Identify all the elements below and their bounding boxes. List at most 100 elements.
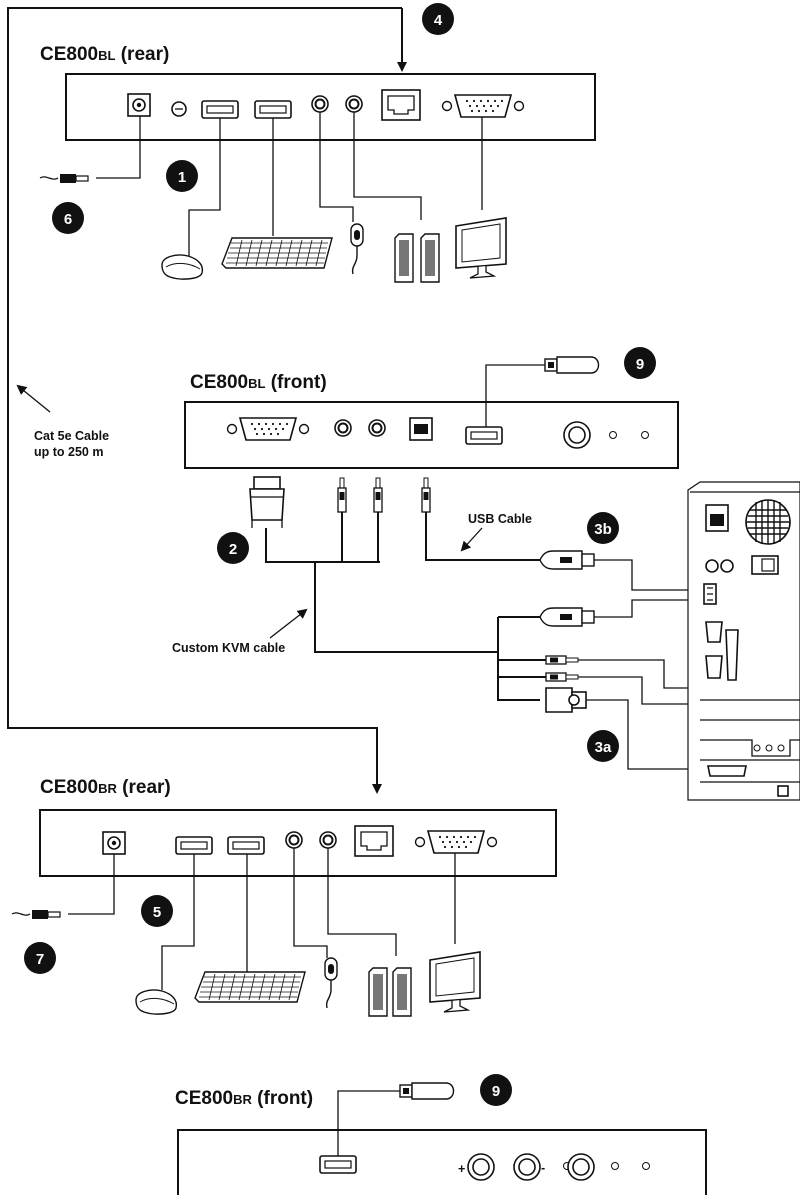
step-badge-7: 7 bbox=[24, 942, 56, 974]
svg-text:3a: 3a bbox=[595, 739, 612, 756]
svg-text:1: 1 bbox=[178, 169, 186, 186]
speaker-cable bbox=[353, 112, 422, 220]
front-bl-title: CE800BL (front) bbox=[190, 372, 327, 393]
mic-cable bbox=[293, 848, 328, 958]
step-badge-3b: 3b bbox=[587, 512, 619, 544]
speaker-icon bbox=[368, 967, 388, 1017]
volume-down-button-icon[interactable] bbox=[513, 1153, 541, 1181]
step-badge-3a: 3a bbox=[587, 730, 619, 762]
usb-port-icon[interactable] bbox=[175, 836, 213, 855]
power-port-icon[interactable] bbox=[102, 831, 126, 855]
svg-text:6: 6 bbox=[64, 211, 72, 228]
power-cable bbox=[96, 116, 141, 179]
mic-jack-icon[interactable] bbox=[285, 831, 303, 849]
cat5e-cable bbox=[7, 7, 402, 794]
mouse-icon bbox=[135, 989, 178, 1015]
cat5e-pointer bbox=[16, 384, 51, 413]
step-badge-2: 2 bbox=[217, 532, 249, 564]
pc-usb-line bbox=[594, 599, 706, 618]
audio-plug-icon bbox=[545, 672, 579, 682]
mic-jack-icon[interactable] bbox=[334, 419, 352, 437]
cat5e-label-line1: Cat 5e Cable bbox=[34, 429, 109, 443]
monitor-icon bbox=[455, 217, 507, 279]
power-adapter-icon bbox=[39, 173, 89, 184]
svg-text:5: 5 bbox=[153, 904, 161, 921]
step-badge-4: 4 bbox=[422, 3, 454, 35]
usb-plug-icon bbox=[421, 477, 431, 513]
usb-port-icon[interactable] bbox=[465, 426, 503, 445]
mouse-cable bbox=[188, 118, 221, 256]
usb-stick-icon bbox=[544, 356, 600, 374]
usb-port-icon[interactable] bbox=[227, 836, 265, 855]
svg-text:3b: 3b bbox=[594, 521, 612, 538]
step-badge-1: 1 bbox=[166, 160, 198, 192]
keyboard-icon bbox=[221, 237, 333, 269]
step-badge-9: 9 bbox=[624, 347, 656, 379]
usb-b-port-icon[interactable] bbox=[409, 417, 433, 441]
step-badge-5: 5 bbox=[141, 895, 173, 927]
led-icon bbox=[641, 431, 649, 439]
minus-label: - bbox=[541, 1161, 545, 1175]
cat5e-label-line2: up to 250 m bbox=[34, 445, 103, 459]
usb-plug-icon bbox=[539, 607, 595, 627]
speaker-jack-icon[interactable] bbox=[319, 831, 337, 849]
usb-port-icon[interactable] bbox=[254, 100, 292, 119]
rear-br-title: CE800BR (rear) bbox=[40, 777, 171, 798]
speaker-jack-icon[interactable] bbox=[368, 419, 386, 437]
kvm-cable-branch bbox=[497, 617, 540, 701]
speaker-icon bbox=[394, 233, 414, 283]
keyboard-icon bbox=[194, 971, 306, 1003]
speaker-icon bbox=[420, 233, 440, 283]
vga-plug-icon bbox=[545, 687, 587, 713]
usb-cable-pointer bbox=[460, 527, 483, 552]
mouse-icon bbox=[161, 254, 204, 280]
led-icon bbox=[642, 1162, 650, 1170]
rj45-port-icon[interactable] bbox=[354, 825, 394, 857]
step-badge-9: 9 bbox=[480, 1074, 512, 1106]
power-cable bbox=[68, 854, 115, 915]
led-icon bbox=[609, 431, 617, 439]
push-button-icon[interactable] bbox=[567, 1153, 595, 1181]
ce800br-front-panel bbox=[177, 1129, 707, 1195]
front-br-title: CE800BR (front) bbox=[175, 1088, 313, 1109]
kvm-cable-label: Custom KVM cable bbox=[172, 641, 285, 655]
usb-port-icon[interactable] bbox=[201, 100, 239, 119]
push-button-icon[interactable] bbox=[563, 421, 591, 449]
ground-screw-icon bbox=[171, 101, 187, 117]
usb-stick-cable bbox=[485, 364, 545, 427]
usb-cable bbox=[425, 512, 540, 561]
power-adapter-icon bbox=[11, 909, 61, 920]
speaker-jack-icon[interactable] bbox=[345, 95, 363, 113]
led-icon bbox=[611, 1162, 619, 1170]
kvm-cable-pointer bbox=[269, 608, 308, 639]
speaker-icon bbox=[392, 967, 412, 1017]
usb-cable-label: USB Cable bbox=[468, 512, 532, 526]
svg-text:9: 9 bbox=[492, 1083, 500, 1100]
svg-text:7: 7 bbox=[36, 951, 44, 968]
microphone-icon bbox=[350, 223, 364, 275]
speaker-cable bbox=[327, 848, 397, 956]
microphone-icon bbox=[324, 957, 338, 1009]
mic-cable bbox=[319, 112, 354, 222]
pc-usb-line bbox=[594, 559, 706, 591]
usb-stick-icon bbox=[399, 1082, 455, 1100]
power-port-icon[interactable] bbox=[127, 93, 151, 117]
svg-text:2: 2 bbox=[229, 541, 237, 558]
rear-bl-title: CE800BL (rear) bbox=[40, 44, 169, 65]
rj45-port-icon[interactable] bbox=[381, 89, 421, 121]
pc-vga-line bbox=[586, 699, 708, 770]
mouse-cable bbox=[161, 854, 195, 990]
volume-up-button-icon[interactable] bbox=[467, 1153, 495, 1181]
mic-jack-icon[interactable] bbox=[311, 95, 329, 113]
kvm-cable-trunk bbox=[314, 562, 498, 653]
audio-plug-icon bbox=[373, 477, 383, 513]
vga-plug-icon bbox=[249, 476, 285, 528]
svg-text:4: 4 bbox=[434, 12, 443, 29]
kvm-cable-vga bbox=[265, 528, 380, 563]
usb-port-icon[interactable] bbox=[319, 1155, 357, 1174]
monitor-icon bbox=[429, 951, 481, 1013]
usb-stick-cable bbox=[337, 1090, 400, 1156]
step-badge-6: 6 bbox=[52, 202, 84, 234]
audio-plug-icon bbox=[545, 655, 579, 665]
